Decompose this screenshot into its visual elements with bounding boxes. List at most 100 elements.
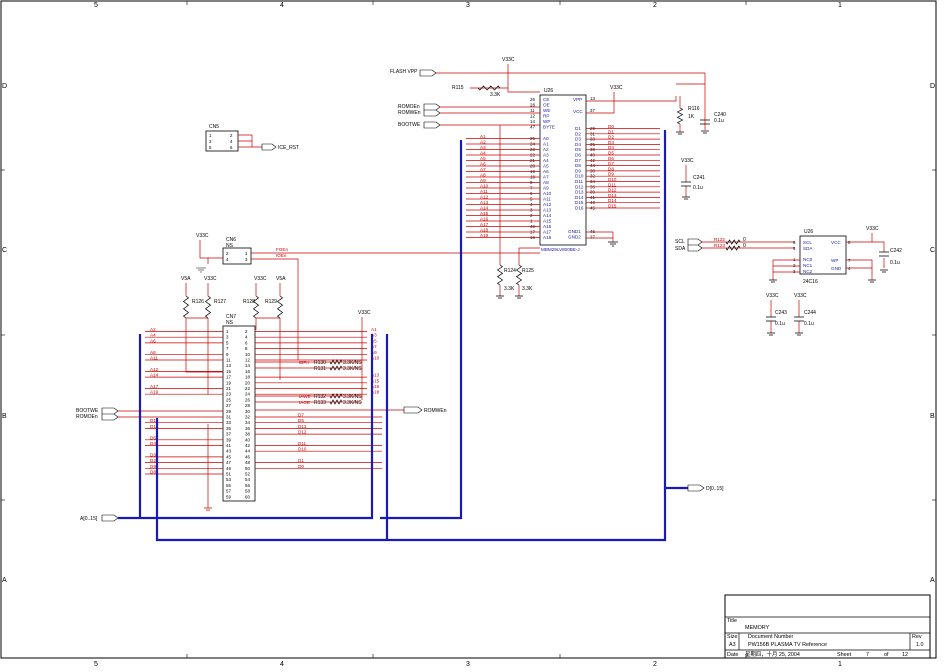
border-row-left: B	[2, 413, 7, 420]
eeprom-body	[799, 235, 847, 275]
flash-data-net: D4	[608, 145, 614, 150]
eeprom-pin-name: NC2	[803, 269, 813, 274]
r115-value: 3.3K	[490, 92, 501, 98]
cn7-pin-right: 16	[245, 369, 250, 374]
flash-pin-name: D8	[575, 163, 581, 168]
flash-pin-name: A9	[543, 186, 549, 191]
cn7-left-net: D6	[150, 435, 156, 440]
flash-addr-net: A11	[480, 189, 488, 194]
cn7-pin-right: 22	[245, 386, 250, 391]
flash-pin-name: WE	[543, 108, 550, 113]
r131-value: 3.3K/NS	[343, 366, 362, 372]
cn5-pin-l2: 3	[209, 139, 212, 144]
cn7-pin-left: 35	[226, 426, 231, 431]
flash-addr-net: A7	[480, 167, 486, 172]
cn7-right-net: D12	[298, 430, 307, 435]
cn5-pin-r2: 4	[230, 139, 233, 144]
cn7-body	[222, 325, 256, 502]
flash-pin-name: CE	[543, 97, 549, 102]
cn7-left-net: A2	[150, 327, 156, 332]
cn7-left-net: A14	[150, 373, 159, 378]
flash-addr-net: A16	[480, 217, 489, 222]
flash-pin-name: D4	[575, 142, 581, 147]
cn7-pin-right: 18	[245, 375, 250, 380]
cn5-pin-l1: 1	[209, 133, 212, 138]
title-label: Title	[727, 618, 737, 624]
flash-pin-num: 26	[530, 97, 535, 102]
eeprom-pin-name: NC0	[803, 257, 813, 262]
flash-pin-name: A17	[543, 230, 552, 235]
cn7-right-net: A5	[371, 338, 377, 343]
flash-pin-name: A16	[543, 224, 552, 229]
sda-port: SDA	[675, 246, 686, 252]
r123-label: R123	[714, 243, 725, 248]
r124-resistor	[496, 264, 523, 286]
flash-data-net: D9	[608, 172, 614, 177]
v5a-label-1: V5A	[181, 276, 191, 282]
r128-zigzag	[252, 295, 260, 319]
c240-value: 0.1u	[714, 118, 724, 124]
flash-pin-name: D14	[575, 195, 584, 200]
border-col-top: 2	[653, 2, 657, 9]
eeprom-pin-num: 2	[793, 263, 796, 268]
eeprom-u26: SCL SDA R122 R123 0 0 U26 24C16 SCL6SDA5…	[675, 226, 902, 336]
flash-pin-name: GND1	[568, 229, 581, 234]
border-row-left: D	[2, 83, 7, 90]
cn7-pin-right: 8	[245, 346, 248, 351]
flash-pin-name: D6	[575, 153, 581, 158]
cn7-right-net: A3	[371, 333, 377, 338]
flash-pin-name: D15	[575, 200, 584, 205]
v33c-flash-label: V33C	[502, 57, 515, 63]
flash-data-net: D7	[608, 161, 614, 166]
cn7-pin-right: 28	[245, 403, 250, 408]
cn7-right-net: A16	[371, 384, 380, 389]
flash-addr-net: A9	[480, 178, 486, 183]
flash-pin-name: A5	[543, 164, 549, 169]
v33c-label-cn7a: V33C	[204, 276, 217, 282]
r131-label: R131	[314, 366, 326, 372]
c244-label: C244	[804, 310, 816, 316]
flash-addr-net: A19	[480, 233, 489, 238]
rev-label: Rev	[912, 634, 922, 640]
flash-data-net: D0	[608, 124, 614, 129]
scl-port: SCL	[675, 239, 685, 245]
flash-pin-name: A2	[543, 147, 549, 152]
cn7-pin-right: 54	[245, 477, 250, 482]
eeprom-pin-name: VCC	[831, 240, 841, 245]
flash-addr-net: A8	[480, 173, 486, 178]
r129-label: R129	[265, 299, 277, 305]
cn7-pin-left: 57	[226, 489, 231, 494]
border-row-right: A	[930, 577, 935, 584]
sheet-border	[0, 0, 937, 659]
flash-pin-name: D9	[575, 168, 581, 173]
bootwe-port: BOOTWE	[398, 122, 421, 128]
cn7-right-net: D1	[298, 458, 304, 463]
flash-body	[539, 94, 587, 246]
eeprom-pin-num: 3	[793, 269, 796, 274]
cn7-right-net: A1	[371, 327, 377, 332]
border-col-bottom: 2	[653, 661, 657, 668]
r124-value: 3.3K	[504, 286, 515, 292]
flash-data-net: D10	[608, 177, 617, 182]
flash-vpp-port: FLASH VPP	[390, 69, 418, 75]
r129-zigzag	[276, 295, 284, 319]
flash-pin-name: GND2	[568, 235, 581, 240]
cn7-left-net: D4	[150, 441, 156, 446]
cn7-left-net: A17	[150, 384, 159, 389]
foen-net: FOEn	[276, 247, 288, 252]
cn7-pin-right: 10	[245, 352, 250, 357]
flash-pin-num: 27	[590, 235, 595, 240]
sheet-num: 7	[866, 652, 869, 658]
flash-data-net: D13	[608, 193, 617, 198]
cn7-pin-right: 14	[245, 363, 250, 368]
flash-pin-name: A3	[543, 153, 549, 158]
r127-label: R127	[214, 299, 226, 305]
cn7-pin-right: 24	[245, 392, 250, 397]
r125-value: 3.3K	[522, 286, 533, 292]
cn7-right-net: D10	[298, 447, 307, 452]
c243-value: 0.1u	[775, 321, 785, 327]
cn7-pin-left: 15	[226, 369, 231, 374]
cn7-pin-left: 23	[226, 392, 231, 397]
cn7-right-net: A7	[371, 344, 377, 349]
c241-label: C241	[693, 175, 705, 181]
